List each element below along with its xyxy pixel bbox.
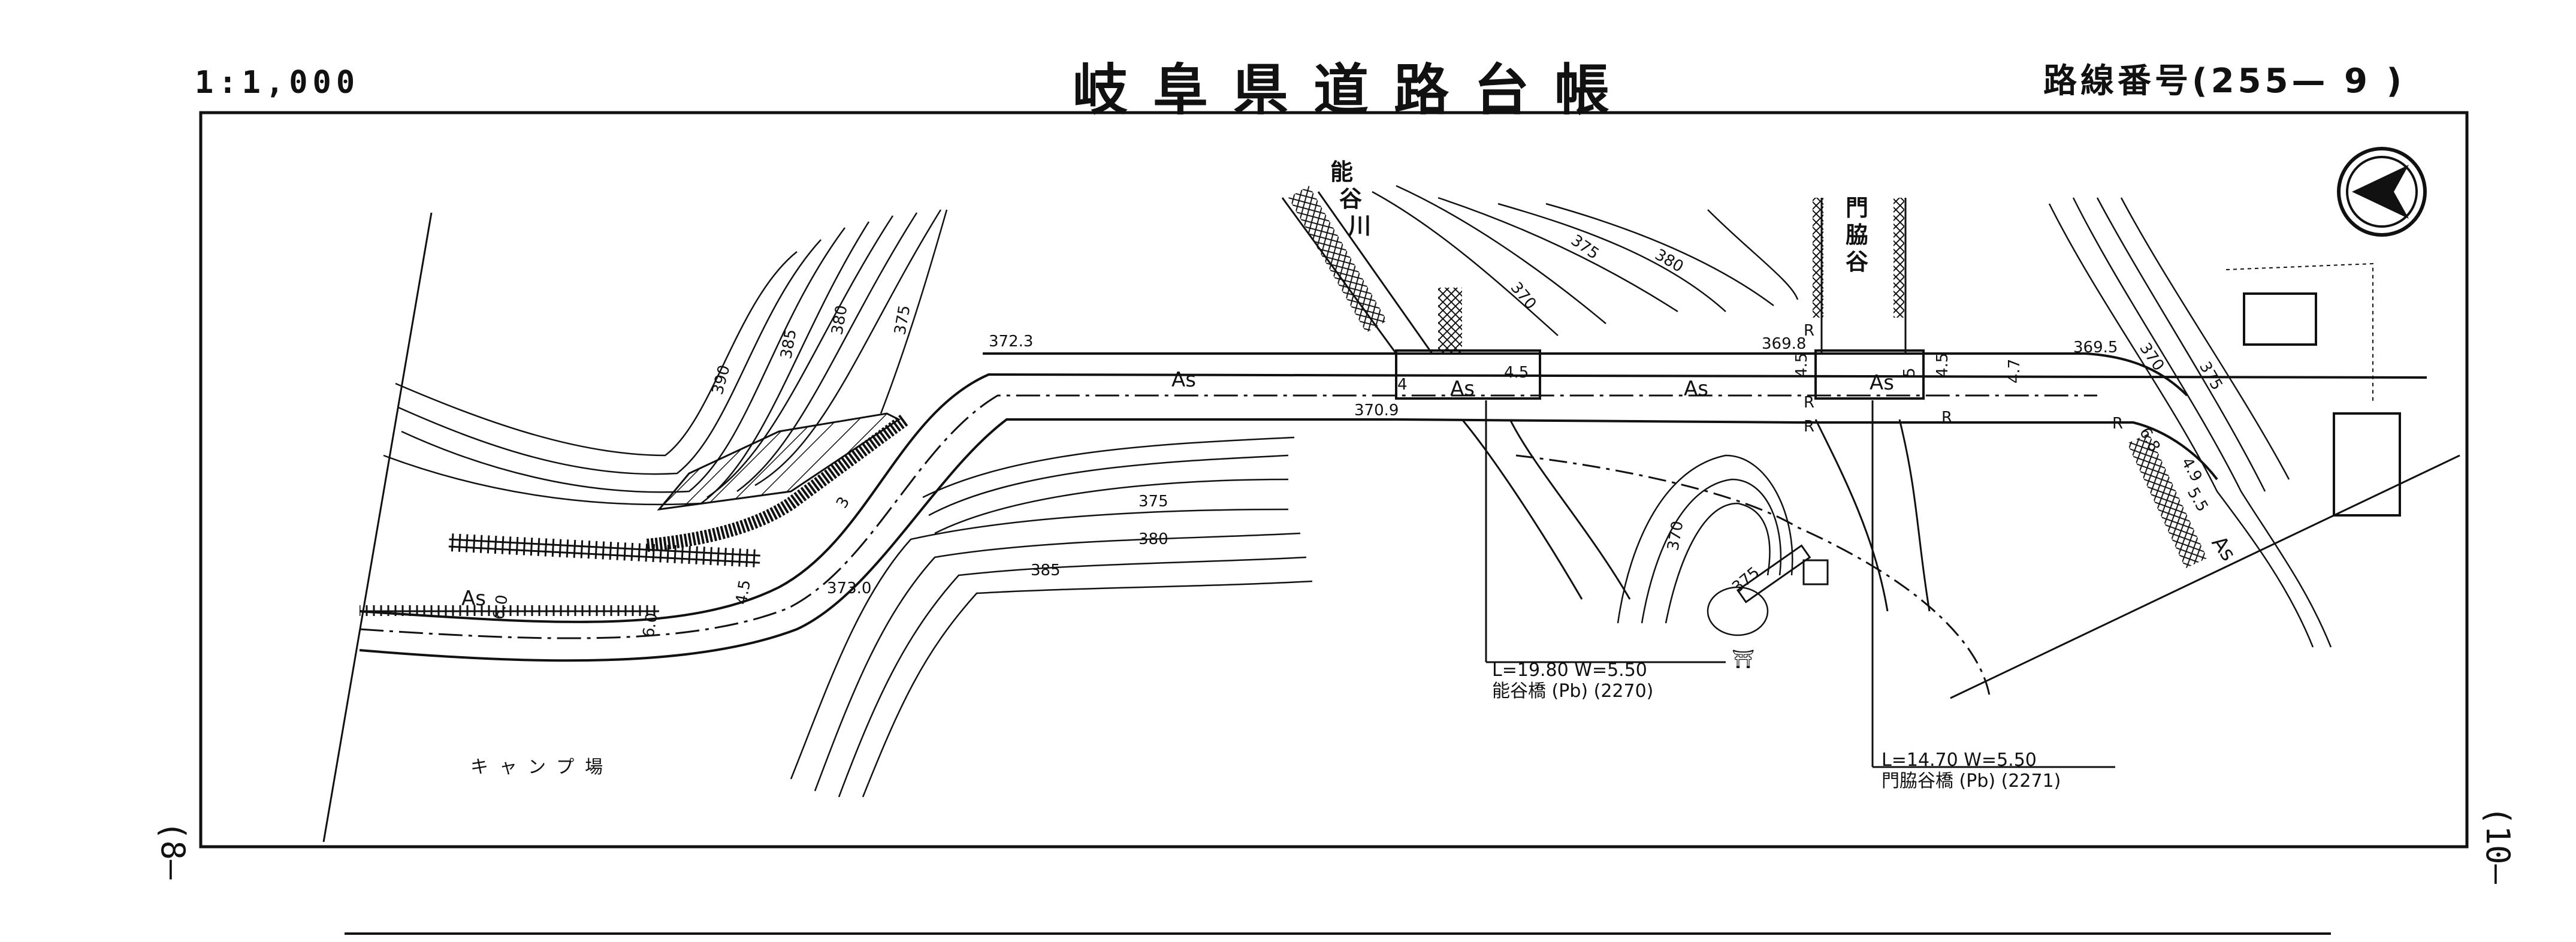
river-wall-noya-2 bbox=[1438, 288, 1462, 354]
bridge-monwaki bbox=[1814, 349, 1925, 400]
property-boundary bbox=[2225, 262, 2373, 401]
river-char: 谷 bbox=[1339, 186, 1362, 212]
road-edges bbox=[359, 352, 2427, 662]
width-label: 4.5 bbox=[732, 578, 754, 606]
width-label: 4.5 bbox=[1504, 364, 1529, 382]
contour-label: 375 bbox=[891, 304, 914, 336]
hatched-slope bbox=[657, 412, 901, 511]
map-frame bbox=[199, 111, 2469, 849]
shrine-symbol: ⛩ bbox=[1732, 649, 1754, 670]
shrine-path bbox=[1736, 544, 1811, 603]
width-label: 6.0 bbox=[639, 611, 662, 639]
width-label: 5.5 bbox=[2184, 485, 2212, 515]
map-boundary-right bbox=[1950, 454, 2460, 699]
road-surface-label: As bbox=[1684, 377, 1708, 401]
contour-label: 380 bbox=[1138, 530, 1168, 548]
marker-r: R bbox=[2112, 415, 2123, 433]
road-surface-label: As bbox=[1870, 371, 1894, 395]
river-char: 脇 bbox=[1846, 222, 1868, 248]
river-char: 門 bbox=[1846, 195, 1868, 221]
slope-wall-right bbox=[2127, 433, 2207, 569]
width-label: 4.5 bbox=[1934, 353, 1952, 378]
wall-lower bbox=[360, 605, 659, 616]
elevation-point: 373.0 bbox=[827, 579, 871, 597]
river-wall-monwaki-l bbox=[1813, 198, 1823, 318]
width-label: 4 bbox=[1397, 376, 1408, 394]
river-char: 谷 bbox=[1846, 249, 1868, 275]
contour-label: 370 bbox=[2136, 340, 2167, 375]
contour-label: 380 bbox=[828, 304, 851, 336]
road-surface-label: As bbox=[1450, 377, 1475, 401]
contour-label: 390 bbox=[709, 363, 734, 397]
contours-upper bbox=[1372, 185, 1799, 336]
width-label: 6.0 bbox=[490, 593, 512, 621]
shrine-building bbox=[1802, 559, 1829, 585]
road-surface-label: As bbox=[1171, 368, 1196, 392]
contours-left-hill bbox=[383, 209, 948, 506]
contour-label: 375 bbox=[1729, 563, 1763, 596]
river-char: 能 bbox=[1330, 159, 1353, 185]
building-2 bbox=[2333, 412, 2401, 517]
marker-r: R bbox=[1804, 394, 1814, 412]
map-scale: 1:1,000 bbox=[195, 65, 360, 101]
contour-label: 385 bbox=[1031, 561, 1061, 579]
river-char: 川 bbox=[1348, 213, 1371, 239]
contour-label: 370 bbox=[1507, 279, 1540, 313]
marker-r: R bbox=[1804, 418, 1814, 436]
width-label: 4.7 bbox=[2006, 359, 2024, 384]
contour-label: 375 bbox=[1138, 493, 1168, 511]
road-surface-label: As bbox=[2207, 532, 2240, 566]
place-label-camp: キャンプ場 bbox=[470, 757, 614, 778]
map-boundary-left bbox=[322, 212, 433, 843]
river-label-noya: 能 谷 川 bbox=[1330, 159, 1371, 239]
contour-label: 385 bbox=[777, 328, 800, 360]
elevation-point: 369.5 bbox=[2073, 339, 2118, 357]
river-wall-noya bbox=[1288, 185, 1387, 333]
bridge-dims: L=14.70 W=5.50 bbox=[1882, 750, 2037, 771]
road-surface-label: As bbox=[461, 587, 486, 611]
bridge-dims: L=19.80 W=5.50 bbox=[1492, 660, 1647, 681]
contour-label: 370 bbox=[1664, 520, 1687, 552]
bridge-name: 能谷橋 (Pb) (2270) bbox=[1492, 681, 1653, 702]
bridge-name: 門脇谷橋 (Pb) (2271) bbox=[1882, 771, 2061, 792]
margin-mark-right: (10— bbox=[2479, 806, 2517, 884]
route-number: 路線番号(255— 9 ) bbox=[2043, 62, 2406, 101]
river-label-monwaki: 門 脇 谷 bbox=[1846, 195, 1868, 275]
elevation-point: 372.3 bbox=[989, 333, 1033, 351]
building-1 bbox=[2243, 292, 2317, 346]
width-label: 3 bbox=[833, 494, 853, 511]
width-label: 5 bbox=[1901, 367, 1919, 378]
marker-r: R bbox=[1941, 409, 1952, 427]
contours-middle-hill bbox=[790, 436, 1313, 798]
road-centerline bbox=[359, 394, 2097, 639]
marker-r: R bbox=[1804, 322, 1814, 340]
retaining-wall bbox=[448, 533, 761, 568]
river-wall-monwaki-r bbox=[1894, 198, 1904, 318]
margin-mark-left: (8— bbox=[154, 821, 192, 880]
elevation-point: 369.8 bbox=[1762, 335, 1806, 353]
contours-right-hill bbox=[2048, 197, 2332, 648]
width-label: 4.9 bbox=[2178, 455, 2206, 485]
width-label: 4.5 bbox=[1793, 353, 1811, 378]
north-arrow bbox=[2337, 147, 2427, 237]
contours-shrine-hill bbox=[1617, 454, 1793, 636]
bridge-noya bbox=[1395, 349, 1541, 400]
elevation-point: 370.9 bbox=[1354, 401, 1399, 419]
